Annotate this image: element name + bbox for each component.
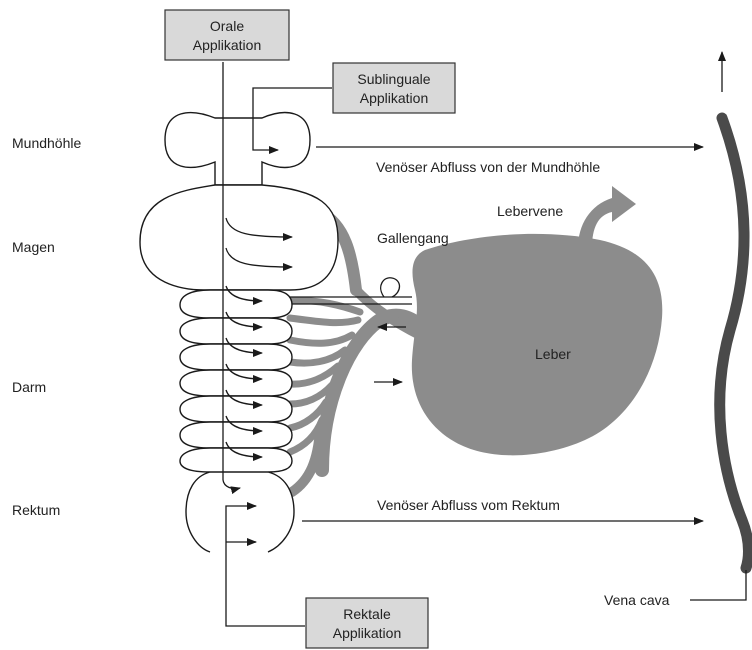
- sublingual-box-line2: Applikation: [360, 90, 429, 106]
- vena-cava-leader: [690, 570, 746, 600]
- rectal-application-box: Rektale Applikation: [306, 598, 428, 648]
- stomach: [140, 185, 338, 290]
- liver-shape: [412, 234, 662, 455]
- label-mouth: Mundhöhle: [12, 135, 81, 151]
- sublingual-box-line1: Sublinguale: [357, 71, 430, 87]
- label-liver-vein: Lebervene: [497, 203, 563, 219]
- sublingual-application-box: Sublinguale Applikation: [333, 63, 455, 113]
- intestine-coils: [180, 290, 292, 472]
- vena-cava-vessel: [720, 118, 749, 568]
- sphincter-loop: [381, 278, 400, 297]
- label-bile-duct: Gallengang: [377, 230, 449, 246]
- label-mouth-drainage: Venöser Abfluss von der Mundhöhle: [376, 159, 600, 175]
- oral-route-end: [223, 480, 240, 489]
- oral-box-line2: Applikation: [193, 37, 262, 53]
- oral-box-line1: Orale: [210, 18, 244, 34]
- mouth-cavity: [165, 113, 310, 185]
- label-liver: Leber: [535, 346, 571, 362]
- hepatic-vein-arrow: [578, 186, 636, 248]
- label-intestine: Darm: [12, 379, 46, 395]
- oral-application-box: Orale Applikation: [165, 10, 289, 60]
- rectal-box-line2: Applikation: [333, 625, 402, 641]
- label-rectum: Rektum: [12, 502, 60, 518]
- rectum: [186, 472, 294, 552]
- label-vena-cava: Vena cava: [604, 592, 670, 608]
- rectal-route-line: [226, 506, 305, 626]
- label-rectum-drainage: Venöser Abfluss vom Rektum: [377, 497, 560, 513]
- label-stomach: Magen: [12, 239, 55, 255]
- rectal-box-line1: Rektale: [343, 606, 391, 622]
